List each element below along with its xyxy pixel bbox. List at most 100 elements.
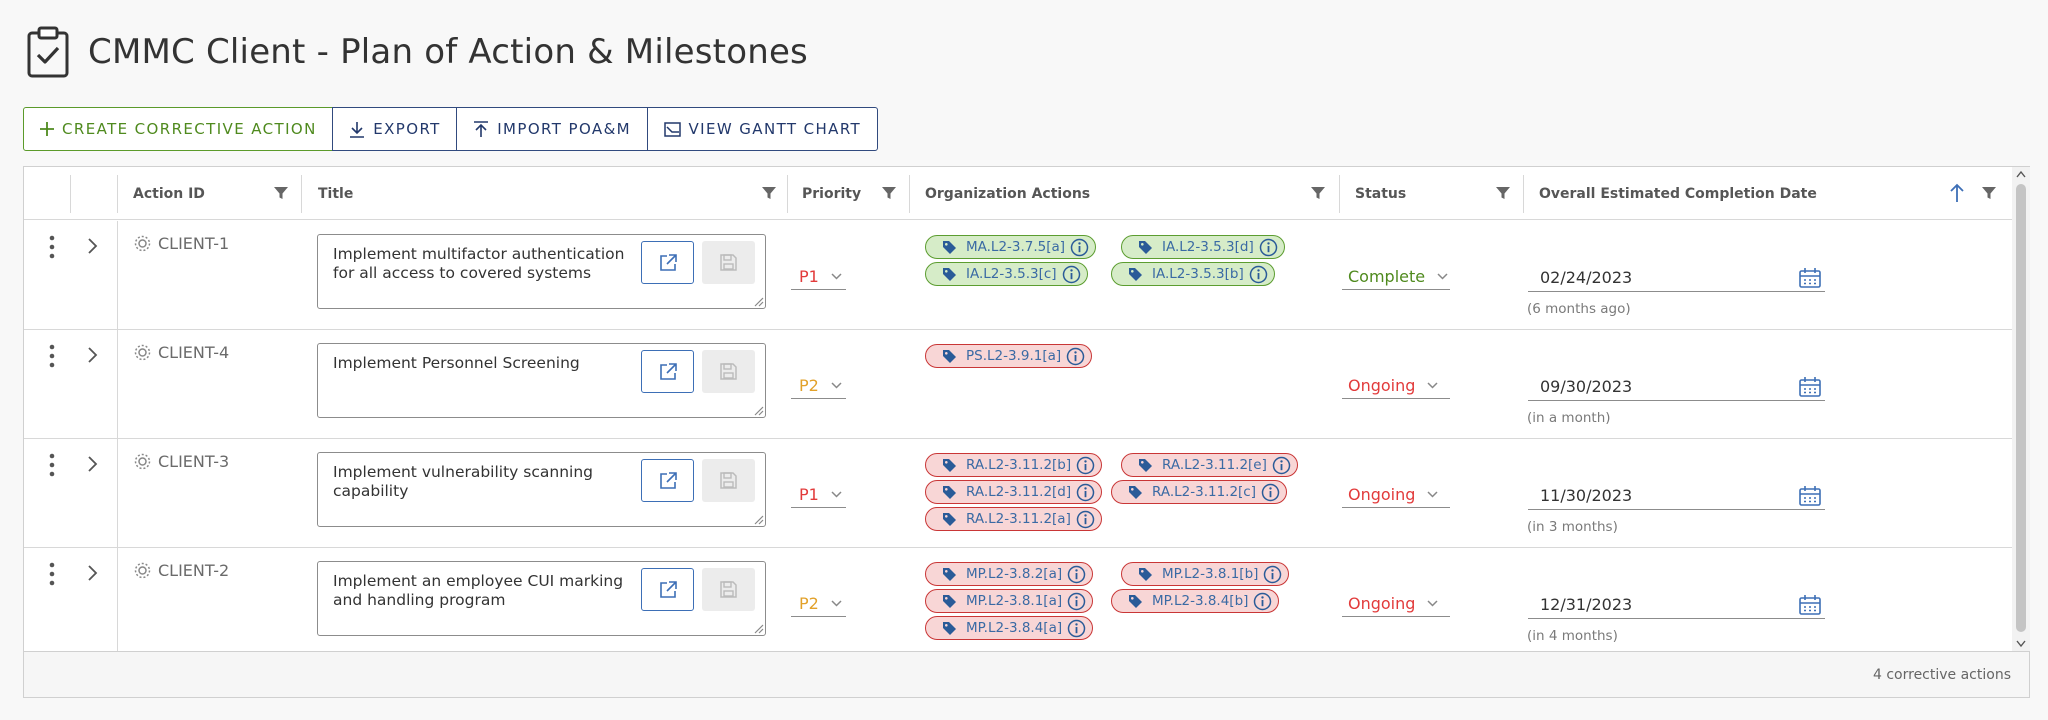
open-in-new-button[interactable] — [641, 241, 694, 284]
priority-dropdown[interactable]: P2 — [791, 591, 846, 617]
title-text: Implement an employee CUI marking and ha… — [333, 572, 624, 609]
export-button[interactable]: EXPORT — [332, 107, 458, 151]
control-tag-chip[interactable]: MP.L2-3.8.2[a] — [925, 562, 1094, 586]
control-tag-chip[interactable]: MA.L2-3.7.5[a] — [925, 235, 1097, 259]
control-tag-chip[interactable]: MP.L2-3.8.1[a] — [925, 589, 1094, 613]
control-tag-chip[interactable]: IA.L2-3.5.3[b] — [1111, 262, 1275, 286]
filter-icon[interactable] — [761, 185, 777, 201]
info-icon[interactable] — [1261, 483, 1280, 502]
info-icon[interactable] — [1259, 238, 1278, 257]
page-title: CMMC Client - Plan of Action & Milestone… — [88, 32, 808, 72]
open-in-new-button[interactable] — [641, 568, 694, 611]
import-poam-button[interactable]: IMPORT POA&M — [456, 107, 649, 151]
info-icon[interactable] — [1272, 456, 1291, 475]
chevron-right-icon[interactable] — [87, 237, 99, 255]
info-icon[interactable] — [1076, 510, 1095, 529]
title-textarea[interactable]: Implement multifactor authentication for… — [317, 234, 766, 309]
column-header-organization-actions[interactable]: Organization Actions — [925, 167, 1090, 220]
info-icon[interactable] — [1066, 347, 1085, 366]
resize-handle-icon[interactable] — [752, 622, 764, 634]
info-icon[interactable] — [1070, 238, 1089, 257]
resize-handle-icon[interactable] — [752, 513, 764, 525]
completion-date-relative: (in 3 months) — [1527, 519, 1618, 535]
save-button[interactable] — [702, 241, 755, 284]
create-corrective-action-button[interactable]: CREATE CORRECTIVE ACTION — [23, 107, 334, 151]
sort-ascending-icon[interactable] — [1949, 183, 1965, 203]
info-icon[interactable] — [1062, 265, 1081, 284]
completion-date-input[interactable]: 02/24/2023 — [1528, 264, 1825, 292]
chevron-right-icon[interactable] — [87, 455, 99, 473]
control-tag-chip[interactable]: IA.L2-3.5.3[c] — [925, 262, 1088, 286]
filter-icon[interactable] — [1310, 185, 1326, 201]
column-header-status[interactable]: Status — [1355, 167, 1406, 220]
control-tag-chip[interactable]: MP.L2-3.8.4[a] — [925, 616, 1094, 640]
status-dropdown[interactable]: Ongoing — [1342, 373, 1450, 399]
open-in-new-button[interactable] — [641, 350, 694, 393]
info-icon[interactable] — [1263, 565, 1282, 584]
column-header-action-id[interactable]: Action ID — [133, 167, 205, 220]
column-header-priority[interactable]: Priority — [802, 167, 861, 220]
info-icon[interactable] — [1253, 592, 1272, 611]
priority-dropdown[interactable]: P1 — [791, 482, 846, 508]
column-label: Status — [1355, 185, 1407, 202]
view-gantt-chart-button[interactable]: VIEW GANTT CHART — [646, 107, 879, 151]
info-icon[interactable] — [1076, 456, 1095, 475]
column-header-title[interactable]: Title — [318, 167, 353, 220]
open-in-new-button[interactable] — [641, 459, 694, 502]
priority-dropdown[interactable]: P2 — [791, 373, 846, 399]
info-icon[interactable] — [1067, 592, 1086, 611]
chevron-right-icon[interactable] — [87, 564, 99, 582]
chevron-down-icon — [1427, 491, 1438, 498]
filter-icon[interactable] — [881, 185, 897, 201]
priority-dropdown[interactable]: P1 — [791, 264, 846, 290]
save-button[interactable] — [702, 568, 755, 611]
save-button[interactable] — [702, 459, 755, 502]
status-dropdown[interactable]: Ongoing — [1342, 591, 1450, 617]
control-tag-chip[interactable]: RA.L2-3.11.2[b] — [925, 453, 1103, 477]
control-tag-chip[interactable]: RA.L2-3.11.2[a] — [925, 507, 1102, 531]
status-dropdown[interactable]: Complete — [1342, 264, 1450, 290]
control-tag-chip[interactable]: RA.L2-3.11.2[d] — [925, 480, 1103, 504]
info-icon[interactable] — [1076, 483, 1095, 502]
completion-date-input[interactable]: 12/31/2023 — [1528, 591, 1825, 619]
info-icon[interactable] — [1067, 619, 1086, 638]
calendar-icon[interactable] — [1799, 594, 1821, 615]
resize-handle-icon[interactable] — [752, 404, 764, 416]
chevron-right-icon[interactable] — [87, 346, 99, 364]
column-separator — [1339, 175, 1340, 213]
control-tag-chip[interactable]: RA.L2-3.11.2[e] — [1121, 453, 1298, 477]
calendar-icon[interactable] — [1799, 485, 1821, 506]
title-text: Implement vulnerability scanning capabil… — [333, 463, 593, 500]
column-header-completion-date[interactable]: Overall Estimated Completion Date — [1539, 167, 1817, 220]
title-textarea[interactable]: Implement an employee CUI marking and ha… — [317, 561, 766, 636]
completion-date-input[interactable]: 09/30/2023 — [1528, 373, 1825, 401]
kebab-menu-icon[interactable] — [49, 562, 55, 586]
filter-icon[interactable] — [1495, 185, 1511, 201]
info-icon[interactable] — [1249, 265, 1268, 284]
calendar-icon[interactable] — [1799, 267, 1821, 288]
chevron-down-icon — [1427, 382, 1438, 389]
filter-icon[interactable] — [273, 185, 289, 201]
control-tag-chip[interactable]: IA.L2-3.5.3[d] — [1121, 235, 1285, 259]
calendar-icon[interactable] — [1799, 376, 1821, 397]
title-textarea[interactable]: Implement vulnerability scanning capabil… — [317, 452, 766, 527]
scroll-up-icon[interactable] — [2016, 170, 2026, 178]
scrollbar-thumb[interactable] — [2016, 184, 2026, 632]
column-label: Title — [318, 185, 354, 202]
control-tag-chip[interactable]: MP.L2-3.8.1[b] — [1121, 562, 1290, 586]
save-button[interactable] — [702, 350, 755, 393]
scroll-down-icon[interactable] — [2016, 640, 2026, 648]
kebab-menu-icon[interactable] — [49, 453, 55, 477]
control-tag-chip[interactable]: MP.L2-3.8.4[b] — [1111, 589, 1280, 613]
vertical-scrollbar[interactable] — [2012, 167, 2030, 651]
title-textarea[interactable]: Implement Personnel Screening — [317, 343, 766, 418]
kebab-menu-icon[interactable] — [49, 344, 55, 368]
resize-handle-icon[interactable] — [752, 295, 764, 307]
kebab-menu-icon[interactable] — [49, 235, 55, 259]
status-dropdown[interactable]: Ongoing — [1342, 482, 1450, 508]
control-tag-chip[interactable]: RA.L2-3.11.2[c] — [1111, 480, 1287, 504]
info-icon[interactable] — [1067, 565, 1086, 584]
completion-date-input[interactable]: 11/30/2023 — [1528, 482, 1825, 510]
filter-icon[interactable] — [1981, 185, 1997, 201]
control-tag-chip[interactable]: PS.L2-3.9.1[a] — [925, 344, 1093, 368]
